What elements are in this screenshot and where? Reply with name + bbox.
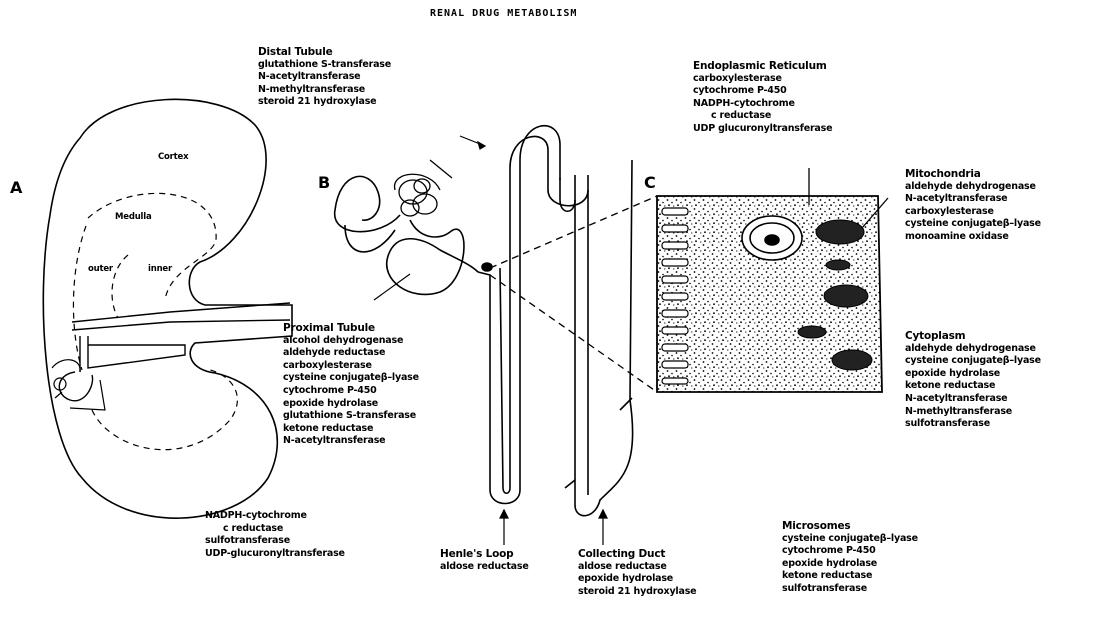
enzyme: aldehyde dehydrogenase [905,343,1041,356]
panel-letter-a: A [10,178,22,197]
enzyme: cytochrome P-450 [782,545,918,558]
proximal-tubule-label-continued: NADPH-cytochrome c reductase sulfotransf… [205,510,345,560]
proximal-tubule-label: Proximal Tubule alcohol dehydrogenase al… [283,322,419,448]
collecting-duct-label: Collecting Duct aldose reductase epoxide… [578,548,696,598]
medulla-label: Medulla [115,212,152,223]
enzyme: carboxylesterase [283,360,419,373]
enzyme: NADPH-cytochrome [693,98,832,111]
enzyme: UDP-glucuronyltransferase [205,548,345,561]
enzyme: cytochrome P-450 [693,85,832,98]
enzyme: epoxide hydrolase [782,558,918,571]
enzyme: sulfotransferase [905,418,1041,431]
enzyme: NADPH-cytochrome [205,510,345,523]
enzyme: glutathione S-transferase [283,410,419,423]
enzyme: aldehyde reductase [283,347,419,360]
enzyme: aldose reductase [578,561,696,574]
enzyme: c reductase [693,110,832,123]
enzyme: ketone reductase [905,380,1041,393]
medulla-boundary [88,193,216,300]
enzyme: cysteine conjugateβ–lyase [905,355,1041,368]
panel-letter-b: B [318,173,330,192]
enzyme: cysteine conjugateβ–lyase [905,218,1041,231]
outer-label: outer [88,264,113,275]
inner-medulla-boundary [112,255,128,318]
enzyme: carboxylesterase [693,73,832,86]
tubule-cell [657,168,888,392]
enzyme: N-acetyltransferase [905,193,1041,206]
cytoplasm-label: Cytoplasm aldehyde dehydrogenase cystein… [905,330,1041,431]
enzyme: UDP glucuronyltransferase [693,123,832,136]
enzyme: N-acetyltransferase [283,435,419,448]
enzyme: c reductase [205,523,345,536]
enzyme: sulfotransferase [782,583,918,596]
collecting-duct [575,160,633,516]
nucleus [742,216,802,260]
enzyme: monoamine oxidase [905,231,1041,244]
enzyme: epoxide hydrolase [283,398,419,411]
enzyme: aldose reductase [440,561,529,574]
enzyme: N-acetyltransferase [258,71,391,84]
cortex-label: Cortex [158,152,188,163]
diagram-title: RENAL DRUG METABOLISM [430,8,577,19]
endoplasmic-reticulum-label: Endoplasmic Reticulum carboxylesterase c… [693,60,832,136]
enzyme: alcohol dehydrogenase [283,335,419,348]
nephron-illustration [335,126,633,516]
enzyme: cytochrome P-450 [283,385,419,398]
enzyme: carboxylesterase [905,206,1041,219]
enzyme: epoxide hydrolase [905,368,1041,381]
distal-tubule-label: Distal Tubule glutathione S-transferase … [258,46,391,109]
mitochondria-label: Mitochondria aldehyde dehydrogenase N-ac… [905,168,1041,244]
enzyme: N-methyltransferase [258,84,391,97]
enzyme: sulfotransferase [205,535,345,548]
enzyme: glutathione S-transferase [258,59,391,72]
microsomes-label: Microsomes cysteine conjugateβ–lyase cyt… [782,520,918,596]
enzyme: cysteine conjugateβ–lyase [782,533,918,546]
inner-label: inner [148,264,172,275]
kidney-nephron [59,303,290,401]
enzyme: steroid 21 hydroxylase [258,96,391,109]
enzyme: steroid 21 hydroxylase [578,586,696,599]
panel-letter-c: C [644,173,656,192]
enzyme: aldehyde dehydrogenase [905,181,1041,194]
enzyme: ketone reductase [782,570,918,583]
henles-loop-label: Henle's Loop aldose reductase [440,548,529,573]
enzyme: N-methyltransferase [905,406,1041,419]
enzyme: N-acetyltransferase [905,393,1041,406]
enzyme: cysteine conjugateβ–lyase [283,372,419,385]
enzyme: epoxide hydrolase [578,573,696,586]
glomerulus [395,160,452,216]
enzyme: ketone reductase [283,423,419,436]
